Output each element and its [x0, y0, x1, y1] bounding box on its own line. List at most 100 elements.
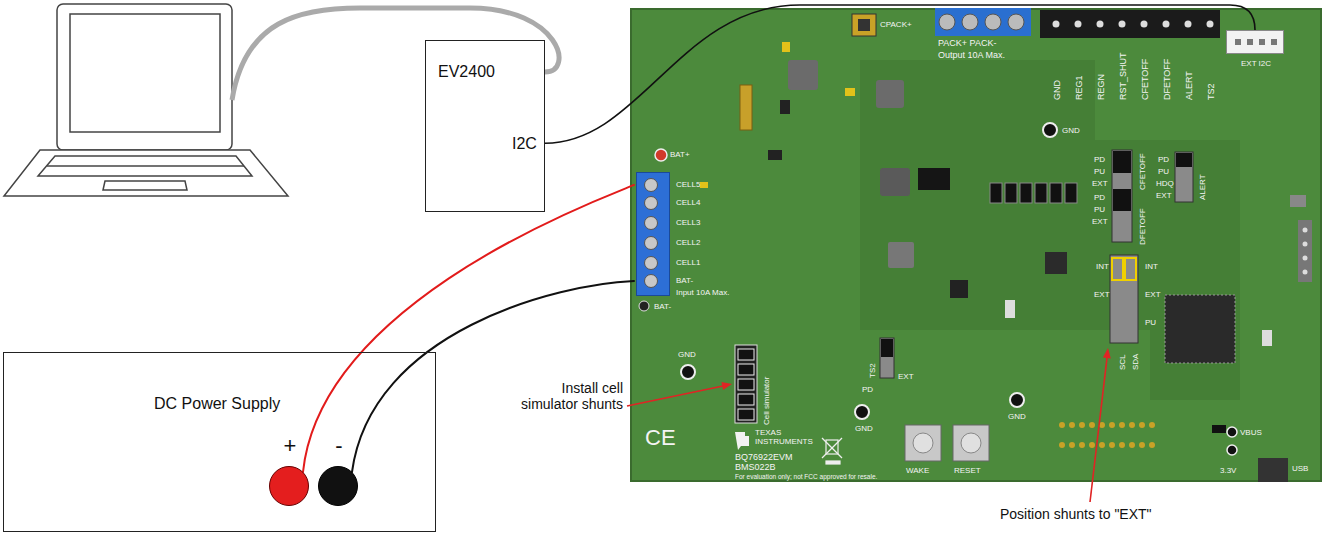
board-components-part: [1119, 21, 1126, 28]
board-components-part: [738, 394, 754, 405]
board-components-part: [1079, 442, 1085, 448]
silkscreen-label: PU: [1094, 205, 1105, 214]
silkscreen-label: CFETOFF: [1140, 59, 1150, 100]
board-components-part: [939, 14, 955, 30]
callout-arrows-part: [1103, 348, 1111, 358]
silkscreen-label: EXT: [1092, 217, 1108, 226]
i2c-connector: EXT I2C: [1226, 30, 1284, 54]
i2c-cable: [545, 5, 1255, 143]
silkscreen-label: USB: [1292, 464, 1308, 473]
board-components-part: [935, 8, 1031, 36]
callout-arrows-part: [721, 382, 732, 390]
silkscreen-label: GND: [855, 424, 873, 433]
board-components-part: [1262, 330, 1272, 346]
silkscreen-label: EXT: [1092, 179, 1108, 188]
board-components-part: [1227, 427, 1237, 437]
laptop: [4, 4, 288, 196]
board-components-part: [1005, 300, 1015, 318]
board-components-part: [1207, 21, 1214, 28]
silkscreen-label: For evaluation only; not FCC approved fo…: [735, 473, 877, 480]
silkscreen-label: EXT: [1145, 290, 1161, 299]
board-components-part: [858, 19, 870, 31]
node-text: I2C: [512, 135, 537, 153]
board-components-part: [782, 42, 790, 52]
laptop-part: [4, 150, 288, 196]
board-components-part: [1113, 189, 1131, 211]
silkscreen-label: INT: [1145, 262, 1158, 271]
silkscreen-label: BAT-: [654, 302, 671, 311]
silkscreen-label: RST_SHUT: [1118, 52, 1128, 100]
board-components-part: [1075, 21, 1082, 28]
board-components-part: [1112, 258, 1123, 280]
terminal-screw: [644, 178, 658, 192]
board-components-part: [1258, 458, 1288, 482]
board-components-part: [1050, 183, 1062, 203]
board-components-part: [1053, 21, 1060, 28]
board-components-part: [961, 433, 981, 453]
negative-terminal: -: [318, 466, 358, 506]
node-text: DC Power Supply: [154, 395, 280, 413]
board-components-part: [918, 168, 950, 190]
board-components-part: [1043, 123, 1057, 137]
board-components-part: [1097, 21, 1104, 28]
terminal-screw: [644, 196, 658, 210]
board-components-part: [855, 405, 869, 419]
board-components-part: [1010, 393, 1024, 407]
board-components-part: [700, 182, 708, 188]
board-components-part: [1303, 256, 1308, 261]
silkscreen-label: GND: [1052, 80, 1062, 100]
board-components-part: [1163, 21, 1170, 28]
laptop-part: [103, 181, 187, 190]
board-components-part: [1165, 295, 1235, 363]
silkscreen-label: INT: [1096, 262, 1109, 271]
silkscreen-label: ALERT: [1198, 174, 1207, 200]
board-components-part: [1119, 422, 1125, 428]
silkscreen-label: SDA: [1131, 354, 1140, 370]
pcb-board-part: [631, 9, 1321, 481]
board-components-part: [913, 433, 933, 453]
node-text: EV2400: [438, 63, 495, 81]
board-components-part: [1149, 422, 1155, 428]
silkscreen-label: PU: [1094, 167, 1105, 176]
board-components-part: [876, 80, 904, 108]
silkscreen-label: 3.3V: [1220, 466, 1236, 475]
board-components-part: [905, 425, 941, 461]
board-components-part: [1089, 422, 1095, 428]
board-components-part: [1141, 21, 1148, 28]
silkscreen-label: PD: [1094, 155, 1105, 164]
board-components-part: [990, 183, 1002, 203]
board-components-part: [1059, 442, 1065, 448]
board-components-part: [888, 242, 914, 268]
pcb-board-part: [860, 60, 1240, 400]
silkscreen-label: REG1: [1074, 75, 1084, 100]
board-components-part: [845, 88, 855, 96]
board-components-part: [740, 85, 752, 130]
callout-arrows-part: [1090, 358, 1107, 502]
board-components-part: [1065, 183, 1077, 203]
silkscreen-label: BAT+: [670, 150, 690, 159]
silkscreen-label: HDQ: [1156, 179, 1174, 188]
board-components-part: [950, 280, 968, 298]
node-text: CELL1: [676, 258, 700, 267]
connector-pin: [1235, 39, 1241, 45]
callout-arrows: [627, 348, 1111, 502]
silkscreen-label: EXT: [1156, 191, 1172, 200]
terminal-screw: [644, 216, 658, 230]
callout-text: Position shunts to "EXT": [1000, 506, 1152, 522]
silkscreen-label: PU: [1158, 167, 1169, 176]
positive-wire: [303, 185, 634, 472]
board-components-part: [1176, 153, 1192, 167]
board-components-part: [1113, 151, 1131, 173]
silkscreen-label: Output 10A Max.: [938, 50, 1005, 60]
silkscreen-label: GND: [1008, 412, 1026, 421]
power-supply-box: +-DC Power Supply: [3, 352, 436, 532]
node-text: CELL4: [676, 198, 700, 207]
board-components-part: [1139, 422, 1145, 428]
board-components-part: [880, 338, 894, 378]
silkscreen-label: VBUS: [1240, 428, 1262, 437]
board-components-part: [738, 379, 754, 390]
board-components-part: [1069, 442, 1075, 448]
board-components-part: [1303, 270, 1308, 275]
board-components-part-part: [822, 438, 842, 458]
board-components-part: [962, 14, 978, 30]
